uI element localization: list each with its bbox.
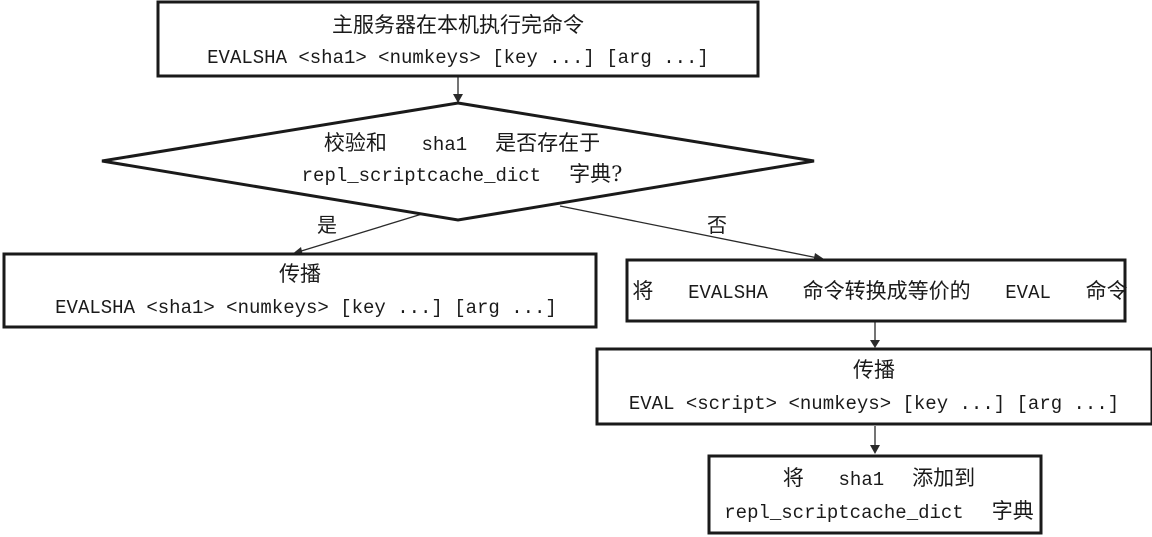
- node-decision-line1-c: 是否存在于: [495, 131, 600, 155]
- node-decision-diamond: [101, 101, 815, 222]
- node-start-line1: 主服务器在本机执行完命令: [332, 13, 584, 37]
- node-start-box: [156, 0, 760, 78]
- node-add-sha-line1: 将 sha1 添加到: [755, 466, 995, 491]
- node-decision-line1-b: sha1: [422, 134, 468, 156]
- node-propagate-eval: 传播 EVAL <script> <numkeys> [key ...] [ar…: [595, 347, 1152, 426]
- node-start: 主服务器在本机执行完命令 EVALSHA <sha1> <numkeys> [k…: [156, 0, 760, 78]
- edge-decision-to-propagate-sha: [297, 213, 423, 253]
- arrowhead-decision: [453, 94, 463, 103]
- node-add-sha: 将 sha1 添加到 repl_scriptcache_dict 字典: [696, 454, 1053, 535]
- arrowhead-propagate-eval: [870, 340, 880, 348]
- node-propagate-sha-line1: 传播: [279, 262, 321, 286]
- node-propagate-eval-box: [595, 347, 1152, 426]
- edge-decision-to-convert: [559, 205, 819, 259]
- node-propagate-eval-line1: 传播: [853, 358, 895, 382]
- node-convert: 将 EVALSHA 命令转换成等价的 EVAL 命令: [604, 258, 1147, 323]
- node-add-sha-line2-a: repl_scriptcache_dict: [724, 502, 963, 524]
- node-convert-part3: 命令转换成等价的: [796, 279, 977, 303]
- edge-label-yes: 是: [317, 213, 337, 237]
- node-decision: 校验和 sha1 是否存在于 repl_scriptcache_dict 字典?: [101, 101, 815, 222]
- node-add-sha-line1-c: 添加到: [912, 466, 975, 490]
- node-add-sha-box: [707, 454, 1043, 535]
- node-decision-line2-b: 字典?: [569, 162, 622, 186]
- node-add-sha-line1-a: 将: [783, 466, 811, 490]
- node-decision-line2-a: repl_scriptcache_dict: [302, 165, 541, 187]
- node-decision-line1: 校验和 sha1 是否存在于: [296, 131, 620, 156]
- node-decision-line2: repl_scriptcache_dict 字典?: [274, 162, 643, 187]
- node-convert-part2: EVALSHA: [688, 282, 768, 304]
- arrowhead-add-sha: [870, 445, 880, 454]
- node-convert-text: 将 EVALSHA 命令转换成等价的 EVAL 命令: [604, 279, 1147, 304]
- node-convert-box: [625, 258, 1127, 323]
- node-decision-line1-a: 校验和: [324, 131, 394, 155]
- node-add-sha-line2-b: 字典: [992, 499, 1034, 523]
- node-add-sha-line1-b: sha1: [839, 469, 885, 491]
- node-propagate-sha: 传播 EVALSHA <sha1> <numkeys> [key ...] [a…: [2, 252, 598, 329]
- node-propagate-sha-box: [2, 252, 598, 329]
- node-propagate-eval-line2: EVAL <script> <numkeys> [key ...] [arg .…: [629, 393, 1119, 415]
- edge-label-no: 否: [707, 213, 727, 237]
- node-convert-part4: EVAL: [1005, 282, 1051, 304]
- node-start-line2: EVALSHA <sha1> <numkeys> [key ...] [arg …: [207, 47, 709, 69]
- node-add-sha-line2: repl_scriptcache_dict 字典: [696, 499, 1053, 524]
- node-convert-part5: 命令: [1079, 279, 1128, 303]
- node-propagate-sha-line2: EVALSHA <sha1> <numkeys> [key ...] [arg …: [55, 297, 557, 319]
- node-convert-part1: 将: [632, 279, 660, 303]
